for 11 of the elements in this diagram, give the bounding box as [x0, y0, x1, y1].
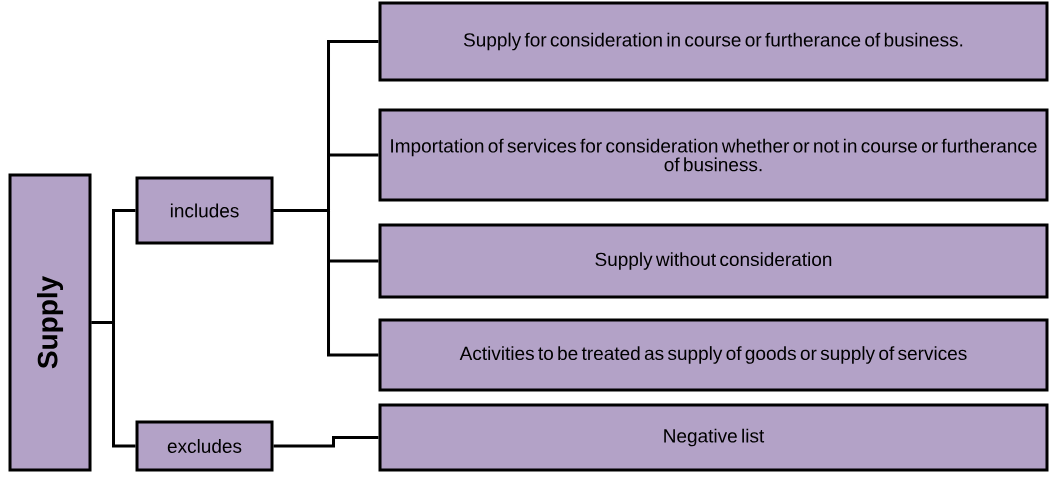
- connector-line: [91, 321, 136, 448]
- connector-line: [273, 209, 379, 357]
- item-box: Supply for consideration in course or furtherance of business.: [378, 1, 1049, 82]
- title-box: Supply: [8, 173, 92, 472]
- item-box: Activities to be treated as supply of goods or supply of services: [378, 318, 1049, 392]
- category-box: excludes: [135, 420, 274, 472]
- item-box: Negative list: [378, 403, 1049, 472]
- item-box: Supply without consideration: [378, 223, 1049, 299]
- category-box: includes: [135, 176, 274, 245]
- item-box: Importation of services for consideration whether or not in course or furtherance of business.: [378, 108, 1049, 202]
- connector-line: [273, 436, 379, 448]
